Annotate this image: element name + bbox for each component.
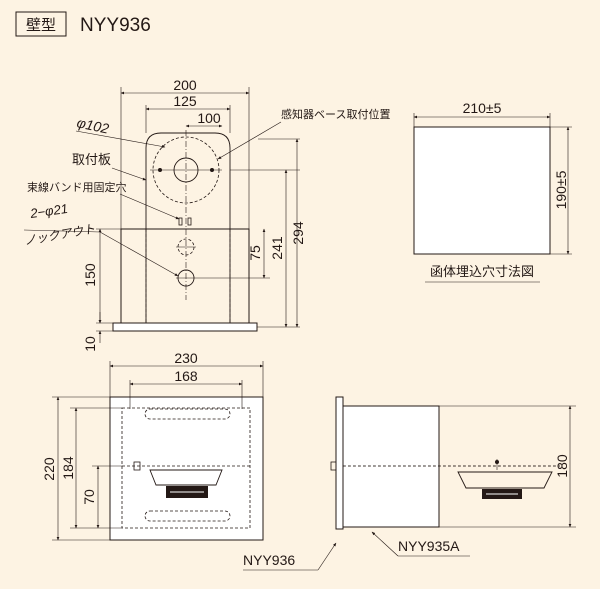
- dim-125: 125: [173, 93, 197, 109]
- dim-241: 241: [269, 236, 285, 260]
- label-knockout: ノックアウト: [23, 222, 96, 248]
- base-flange: [112, 322, 258, 332]
- label-band-hole: 束線バンド用固定穴: [27, 180, 127, 194]
- dim-10: 10: [82, 336, 98, 352]
- top-front-view: 200 125 100 φ102 感知器ベース取付位置 取付板 束線バンド用固定…: [23, 77, 390, 352]
- dim-phi102: φ102: [75, 114, 110, 136]
- dim-75: 75: [247, 245, 263, 261]
- label-mount-plate: 取付板: [72, 153, 111, 168]
- side-flange: [335, 396, 344, 530]
- label-knockout-qty: 2−φ21: [28, 201, 68, 221]
- mounting-plate: [145, 132, 231, 325]
- dim-100: 100: [197, 110, 221, 126]
- dim-294: 294: [290, 221, 306, 245]
- category-box: [15, 11, 67, 37]
- callout-nyy936: NYY936: [243, 552, 295, 568]
- cutout-rect: [413, 126, 551, 255]
- cutout-title: 函体埋込穴寸法図: [430, 265, 534, 280]
- dim-70: 70: [81, 489, 97, 505]
- cutout-view: 210±5 190±5 函体埋込穴寸法図: [413, 100, 572, 283]
- outer-frame: [109, 396, 264, 541]
- bottom-side-view: 180: [330, 396, 576, 530]
- label-sensor-base: 感知器ベース取付位置: [281, 107, 390, 121]
- dim-200: 200: [173, 77, 197, 93]
- dim-184: 184: [60, 456, 76, 480]
- dim-168: 168: [174, 368, 198, 384]
- inner-frame: [121, 407, 251, 529]
- callout-nyy935a: NYY935A: [398, 538, 460, 554]
- model-title: NYY936: [80, 15, 151, 36]
- dim-230: 230: [174, 350, 198, 366]
- dim-cutout-height: 190±5: [553, 170, 569, 209]
- side-box: [342, 405, 440, 528]
- category-label: 壁型: [26, 16, 56, 34]
- dim-220: 220: [41, 457, 57, 481]
- dim-150: 150: [82, 263, 98, 287]
- dim-cutout-width: 210±5: [463, 100, 502, 116]
- dim-180: 180: [554, 454, 570, 478]
- bottom-front-view: 230 168 220 184 70: [41, 350, 264, 541]
